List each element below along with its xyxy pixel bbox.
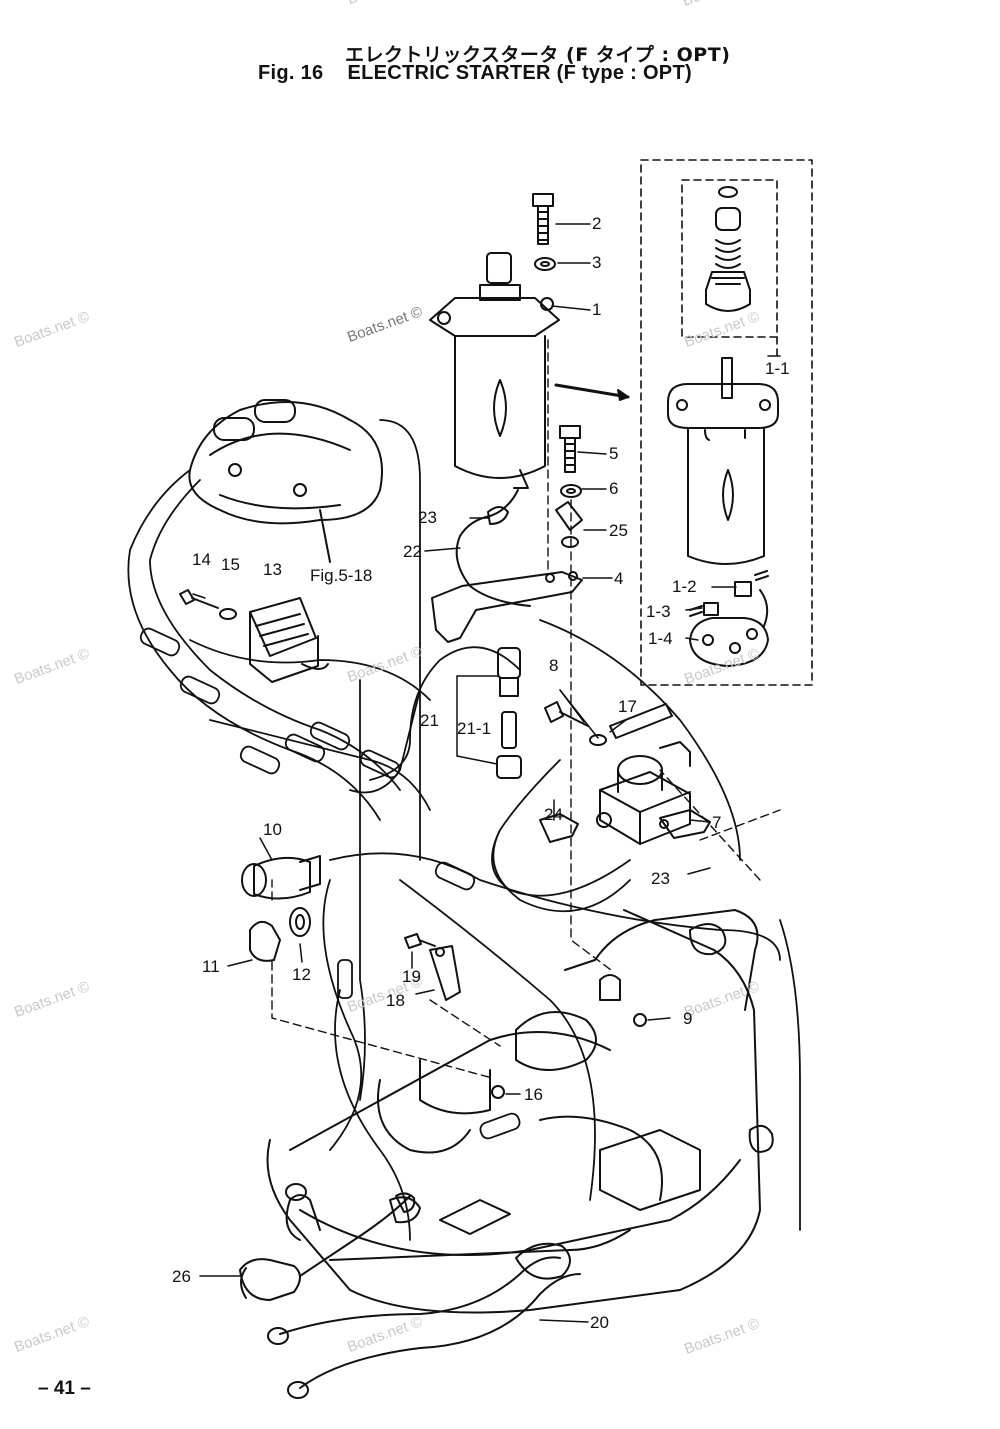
callout-8: 8 xyxy=(549,656,559,675)
callout-7: 7 xyxy=(712,813,722,832)
battery-cables-20-drawing xyxy=(267,1242,581,1399)
leader-lines xyxy=(192,223,711,1323)
callout-6: 6 xyxy=(609,479,619,498)
bracket-4-drawing xyxy=(431,571,583,643)
figure-title: Fig. 16 ELECTRIC STARTER (F type : OPT) xyxy=(258,62,692,85)
callout-4: 4 xyxy=(614,569,624,588)
callout-24: 24 xyxy=(544,805,563,824)
starter-exploded-box xyxy=(640,159,813,686)
callout-22: 22 xyxy=(403,542,422,561)
figure-number: Fig. 16 xyxy=(258,62,324,84)
callout-1-4: 1-4 xyxy=(648,629,673,648)
callout-1-3: 1-3 xyxy=(646,602,671,621)
pinion-assembly-drawing xyxy=(705,186,751,312)
callout-25: 25 xyxy=(609,521,628,540)
cable-22 xyxy=(455,489,531,607)
callout-16: 16 xyxy=(524,1085,543,1104)
starter-relay-drawing xyxy=(599,703,691,845)
callout-10: 10 xyxy=(263,820,282,839)
callout-19: 19 xyxy=(402,967,421,986)
callout-5: 5 xyxy=(609,444,619,463)
callout-18: 18 xyxy=(386,991,405,1010)
callout-21-1: 21-1 xyxy=(457,719,492,738)
callout-14: 14 xyxy=(192,550,211,569)
ignition-base-drawing xyxy=(188,399,383,563)
callout-11: 11 xyxy=(202,957,220,976)
callout-23a: 23 xyxy=(418,508,437,527)
bolt-8-drawing xyxy=(544,689,607,746)
callout-1-1: 1-1 xyxy=(765,359,790,378)
figure-title-text: ELECTRIC STARTER (F type : OPT) xyxy=(347,62,692,84)
callout-17: 17 xyxy=(618,697,637,716)
callout-21: 21 xyxy=(420,711,439,730)
callout-12: 12 xyxy=(292,965,311,984)
switch-10-drawing xyxy=(241,855,321,962)
wire-harness xyxy=(127,419,801,1241)
callout-2: 2 xyxy=(592,214,602,233)
connectors xyxy=(139,627,521,1140)
callout-9: 9 xyxy=(683,1009,693,1028)
explode-arrow xyxy=(554,383,630,399)
callout-3: 3 xyxy=(592,253,602,272)
engine-block-drawing xyxy=(266,909,774,1314)
bolt-19-drawing xyxy=(404,933,461,1001)
box-leaders xyxy=(685,355,781,641)
bolt-5-drawing xyxy=(555,425,583,548)
callout-26: 26 xyxy=(172,1267,191,1286)
rectifier-13-drawing xyxy=(179,589,329,683)
page-number: – 41 – xyxy=(38,1378,91,1399)
callout-23b: 23 xyxy=(651,869,670,888)
alignment-lines xyxy=(271,339,781,1079)
callout-20: 20 xyxy=(590,1313,609,1332)
starter-motor-right-drawing xyxy=(667,357,779,565)
callout-15: 15 xyxy=(221,555,240,574)
fuse-holder-drawing xyxy=(456,647,522,779)
bolt-2-drawing xyxy=(532,193,556,271)
clamps-drawing xyxy=(539,809,711,843)
starter-motor-drawing xyxy=(429,252,560,489)
callout-1: 1 xyxy=(592,300,602,319)
key-switch-26-drawing xyxy=(239,1192,416,1301)
title-japanese: エレクトリックスタータ (F タイプ : OPT) xyxy=(345,44,731,66)
callout-1-2: 1-2 xyxy=(672,577,697,596)
callout-13: 13 xyxy=(263,560,282,579)
reference-fig: Fig.5-18 xyxy=(310,566,373,585)
